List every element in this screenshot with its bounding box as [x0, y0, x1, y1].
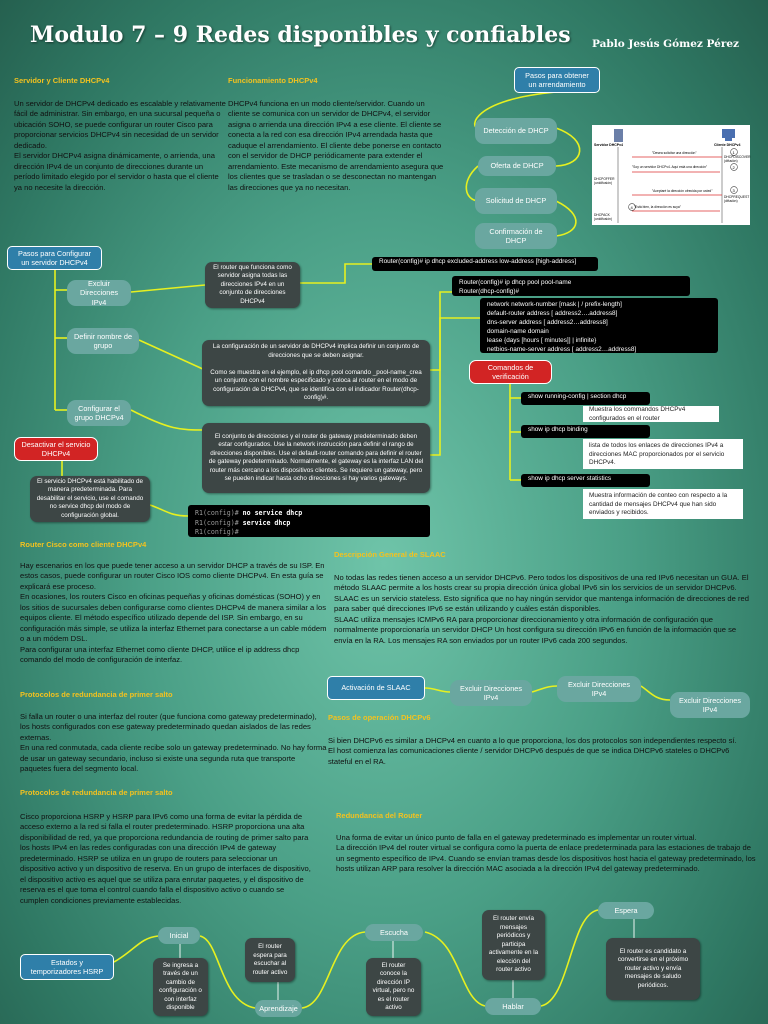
diagram-msg3: "Aceptaré la dirección ofrecida por uste…	[652, 189, 713, 193]
step-confirmacion: Confirmación de DHCP	[475, 223, 557, 249]
box-desactivar-title: Desactivar el servicio DHCPv4	[14, 437, 98, 461]
state-escucha: Escucha	[365, 924, 423, 941]
cmd-show-running: show running-config | section dhcp	[521, 392, 650, 405]
desc-excluir: El router que funciona como servidor asi…	[205, 262, 300, 308]
box-config-title: Pasos para Configurar un servidor DHCPv4	[7, 246, 102, 270]
cmd-show-binding: show ip dhcp binding	[521, 425, 650, 438]
box-arrendamiento-title: Pasos para obtener un arrendamiento	[514, 67, 600, 93]
term-cmd-2: service dhcp	[242, 518, 291, 527]
diagram-left2: DHCPOFFER (unidifusión)	[594, 177, 615, 185]
term-prompt-1: R1(config)#	[195, 509, 239, 517]
dhcp-exchange-diagram: Servidor DHCPv4 Cliente DHCPv4 "Desea so…	[592, 125, 751, 225]
desc-configurar-grupo: El conjunto de direcciones y el router d…	[202, 423, 430, 493]
text-protocolos-2: Cisco proporciona HSRP y HSRP para IPv6 …	[20, 812, 311, 905]
desc-hablar: El router envía mensajes periódicos y pa…	[482, 910, 545, 980]
diagram-msg4: "Está bien, la dirección es suya"	[634, 205, 681, 209]
heading-funcionamiento: Funcionamiento DHCPv4	[228, 76, 318, 85]
term-cmd-1: no service dhcp	[242, 509, 303, 517]
step-configurar-grupo: Configurar el grupo DHCPv4	[67, 400, 131, 426]
text-protocolos-1: Si falla un router o una interfaz del ro…	[20, 712, 327, 774]
heading-pasos-dhcpv6: Pasos de operación DHCPv6	[328, 713, 431, 722]
cmd-dhcp-pool: Router(config)# ip dhcp pool pool-name R…	[452, 276, 690, 296]
diagram-n1: 1	[732, 149, 735, 155]
state-espera: Espera	[598, 902, 654, 919]
text-slaac: No todas las redes tienen acceso a un se…	[334, 573, 749, 645]
slaac-step-3: Excluir Direcciones IPv4	[670, 692, 750, 718]
text-servidor: Un servidor de DHCPv4 dedicado es escala…	[14, 99, 226, 192]
text-redundancia: Una forma de evitar un único punto de fa…	[336, 833, 756, 874]
heading-router-cisco: Router Cisco como cliente DHCPv4	[20, 540, 147, 549]
diagram-right3: DHCPREQUEST (difusión)	[724, 195, 750, 203]
desc-espera: El router es candidato a convertirse en …	[606, 938, 700, 1000]
heading-protocolos-2: Protocolos de redundancia de primer salt…	[20, 788, 173, 797]
step-definir-grupo: Definir nombre de grupo	[67, 328, 139, 354]
author-name: Pablo Jesús Gómez Pérez	[592, 38, 740, 50]
box-activacion-slaac: Activación de SLAAC	[327, 676, 425, 700]
desc-definir-grupo: La configuración de un servidor de DHCPv…	[202, 340, 430, 406]
state-aprendizaje: Aprendizaje	[255, 1000, 302, 1017]
text-funcionamiento: DHCPv4 funciona en un modo cliente/servi…	[228, 99, 444, 192]
desc-inicial: Se ingresa a través de un cambio de conf…	[153, 958, 208, 1016]
diagram-client-label: Cliente DHCPv4	[714, 143, 741, 147]
cmd-pool-params: network network-number [mask | / prefix-…	[480, 298, 718, 353]
diagram-n3: 3	[732, 187, 735, 193]
desc-aprendizaje: El router espera para escuchar al router…	[245, 938, 295, 982]
state-hablar: Hablar	[485, 998, 541, 1015]
diagram-msg2: "Soy un servidor DHCPv4. Aquí está una d…	[632, 165, 708, 169]
step-excluir: Excluir Direcciones IPv4	[67, 279, 131, 307]
step-oferta: Oferta de DHCP	[478, 156, 556, 176]
term-prompt-3: R1(config)#	[195, 528, 239, 537]
page-title: Modulo 7 – 9 Redes disponibles y confiab…	[30, 22, 571, 48]
term-prompt-2: R1(config)#	[195, 518, 239, 527]
terminal-desactivar: R1(config)# no service dhcp R1(config)# …	[188, 505, 430, 537]
desc-show-binding: lista de todos los enlaces de direccione…	[583, 439, 743, 469]
text-router-cisco: Hay escenarios en los que puede tener ac…	[20, 561, 327, 665]
desc-desactivar: El servicio DHCPv4 está habilitado de ma…	[30, 476, 150, 522]
cmd-excluded-address: Router(config)# ip dhcp excluded-address…	[372, 257, 598, 271]
heading-protocolos-1: Protocolos de redundancia de primer salt…	[20, 690, 173, 699]
box-verificacion-title: Comandos de verificación	[469, 360, 552, 384]
step-solicitud: Solicitud de DHCP	[475, 188, 557, 214]
desc-show-statistics: Muestra información de conteo con respec…	[583, 489, 743, 519]
heading-slaac: Descripción General de SLAAC	[334, 550, 446, 559]
text-pasos-dhcpv6: Si bien DHCPv6 es similar a DHCPv4 en cu…	[328, 736, 737, 766]
heading-servidor: Servidor y Cliente DHCPv4	[14, 76, 110, 85]
heading-redundancia: Redundancia del Router	[336, 811, 423, 820]
diagram-right1: DHCPDISCOVER (difusión)	[724, 155, 751, 163]
diagram-n2: 2	[732, 164, 735, 170]
slaac-step-1: Excluir Direcciones IPv4	[450, 680, 532, 706]
slaac-step-2: Excluir Direcciones IPv4	[557, 676, 641, 702]
step-deteccion: Detección de DHCP	[475, 118, 557, 144]
desc-escucha: El router conoce la dirección IP virtual…	[366, 958, 421, 1016]
diagram-left4: DHCPACK (unidifusión)	[594, 213, 612, 221]
box-hsrp-title: Estados y temporizadores HSRP	[20, 954, 114, 980]
diagram-msg1: "Desea solicitar una dirección"	[652, 151, 697, 155]
desc-show-running: Muestra los commandos DHCPv4 configurado…	[583, 406, 719, 422]
state-inicial: Inicial	[158, 927, 200, 944]
diagram-server-label: Servidor DHCPv4	[594, 143, 623, 147]
diagram-n4: 4	[630, 204, 633, 210]
cmd-show-statistics: show ip dhcp server statistics	[521, 474, 650, 487]
